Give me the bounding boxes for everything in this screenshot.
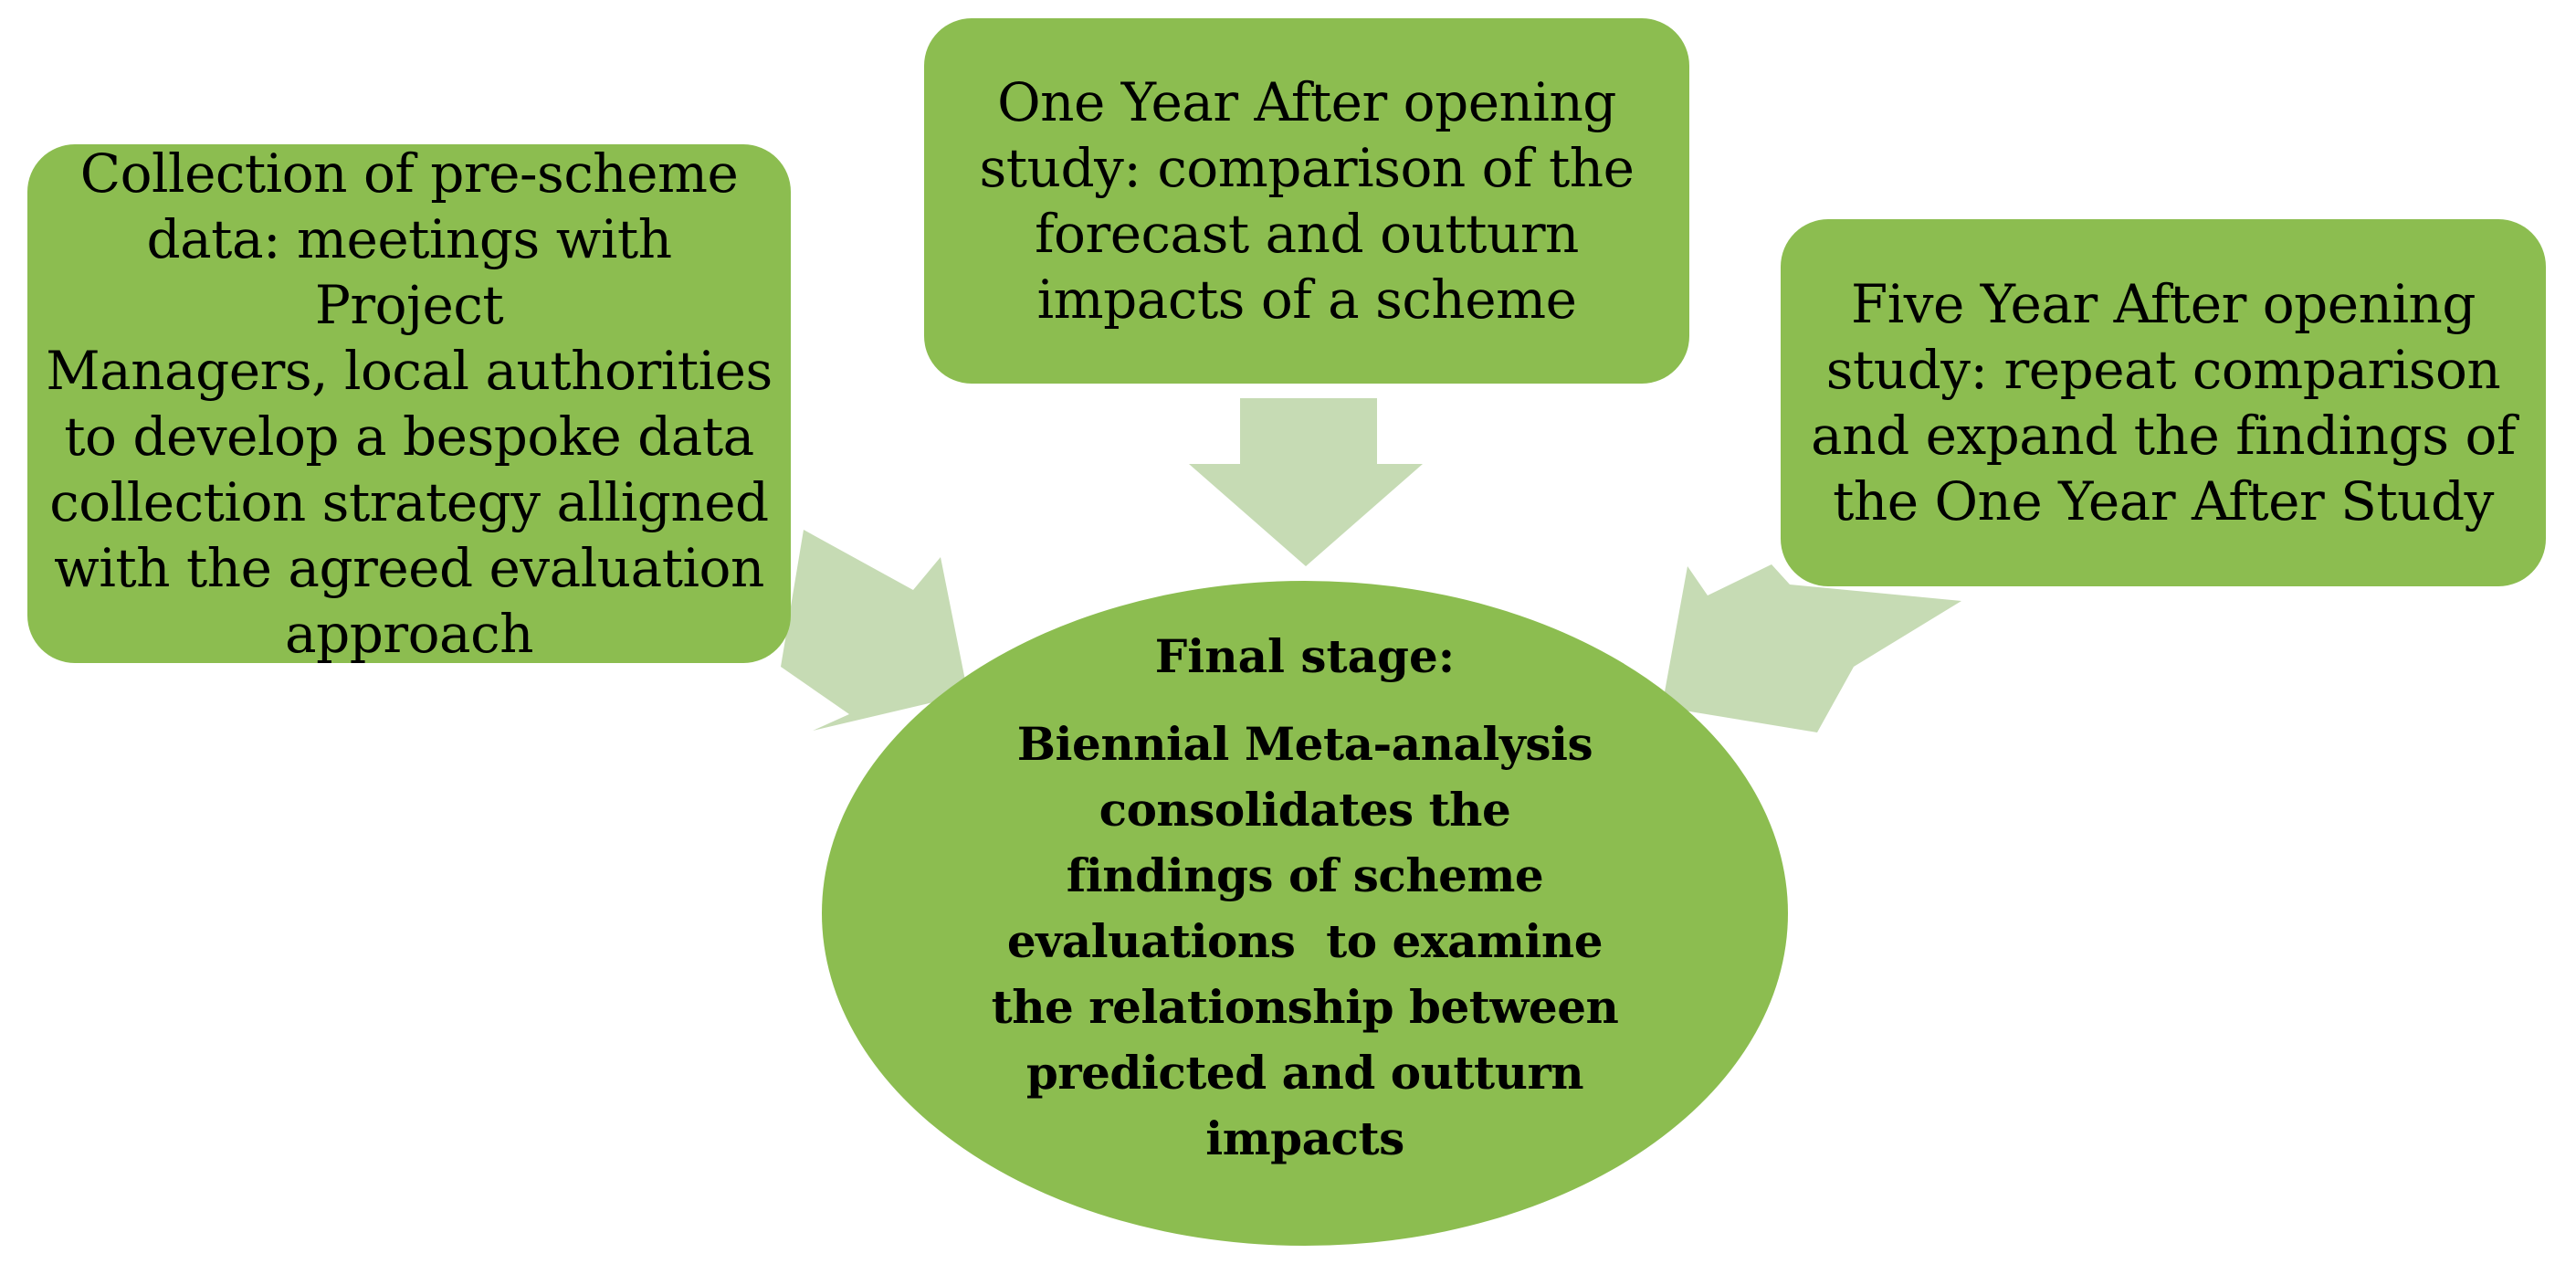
text-line: the relationship between [991, 980, 1619, 1034]
text-line: study: repeat comparison [1825, 339, 2501, 401]
text-line: and expand the findings of [1811, 405, 2516, 467]
pre-scheme-text: Collection of pre-scheme data: meetings … [46, 141, 773, 667]
text-line: with the agreed evaluation [54, 537, 764, 599]
text-line: Managers, local authorities [46, 340, 773, 402]
text-line: One Year After opening [997, 71, 1616, 133]
one-year-after-text: One Year After opening study: comparison… [980, 69, 1635, 332]
pre-scheme-data-box: Collection of pre-scheme data: meetings … [27, 142, 791, 665]
text-line: study: comparison of the [979, 137, 1635, 199]
text-line: impacts [1205, 1111, 1404, 1165]
text-line: the One Year After Study [1833, 470, 2494, 532]
text-line: Collection of pre-scheme [79, 142, 739, 205]
text-line: predicted and outturn [1025, 1046, 1584, 1100]
text-line: Biennial Meta-analysis [1016, 717, 1593, 771]
final-stage-title: Final stage: [1154, 629, 1456, 683]
final-stage-ellipse: Final stage: Biennial Meta-analysis cons… [822, 581, 1788, 1246]
text-line: Five Year After opening [1850, 273, 2476, 335]
arrow-left-to-final [781, 530, 968, 731]
five-year-after-text: Five Year After opening study: repeat co… [1811, 271, 2516, 534]
text-line: evaluations to examine [1006, 914, 1603, 968]
text-line: findings of scheme [1066, 848, 1544, 902]
final-stage-text: Biennial Meta-analysis consolidates the … [992, 711, 1619, 1172]
text-line: data: meetings with Project [146, 208, 672, 336]
one-year-after-box: One Year After opening study: comparison… [924, 18, 1689, 384]
text-line: collection strategy alligned [49, 471, 769, 533]
text-line: consolidates the [1099, 783, 1511, 837]
text-line: to develop a bespoke data [64, 406, 754, 468]
five-year-after-box: Five Year After opening study: repeat co… [1781, 219, 2546, 586]
arrow-top-to-final [1189, 398, 1423, 566]
text-line: impacts of a scheme [1036, 269, 1577, 331]
text-line: forecast and outturn [1035, 203, 1579, 265]
arrow-right-to-final [1662, 564, 1961, 732]
text-line: approach [285, 603, 533, 665]
